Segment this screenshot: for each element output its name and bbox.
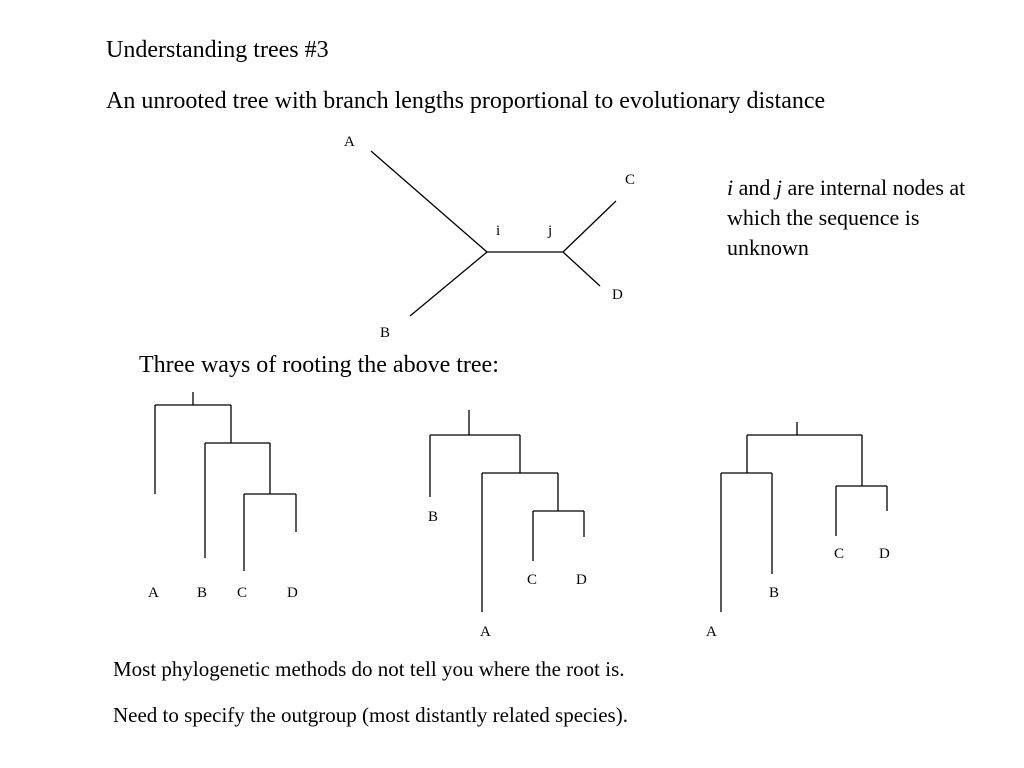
note-i: i [727, 175, 734, 200]
branch-d [562, 251, 601, 287]
label-i: i [496, 223, 500, 239]
branch-a [370, 150, 488, 253]
label-a: A [706, 624, 717, 640]
footer-line-2: Need to specify the outgroup (most dista… [113, 703, 628, 727]
note-j: j [775, 175, 783, 200]
label-c: C [237, 585, 247, 601]
label-j: j [547, 223, 552, 239]
rooting-heading: Three ways of rooting the above tree: [139, 352, 499, 378]
label-b: B [428, 509, 438, 525]
rooted-tree-1: A B C D [148, 392, 298, 601]
internal-nodes-note: i and j are internal nodes at which the … [727, 173, 987, 263]
label-d: D [576, 572, 587, 588]
label-c: C [527, 572, 537, 588]
note-and: and [733, 175, 776, 200]
label-c: C [625, 172, 635, 188]
label-b: B [769, 585, 779, 601]
label-d: D [879, 546, 890, 562]
branch-b [409, 251, 488, 317]
label-d: D [287, 585, 298, 601]
unrooted-tree: A B C D i j [344, 134, 635, 341]
footer-line-1: Most phylogenetic methods do not tell yo… [113, 657, 625, 681]
label-a: A [344, 134, 355, 150]
rooted-tree-2: B C D A [428, 410, 587, 640]
note-rest: are internal nodes at which the sequence… [727, 175, 966, 260]
label-d: D [612, 287, 623, 303]
slide-title: Understanding trees #3 [106, 37, 329, 63]
label-b: B [197, 585, 207, 601]
label-b: B [380, 325, 390, 341]
rooted-tree-3: C D B A [706, 422, 890, 640]
label-a: A [148, 585, 159, 601]
label-c: C [834, 546, 844, 562]
slide-subtitle: An unrooted tree with branch lengths pro… [106, 88, 826, 114]
label-a: A [480, 624, 491, 640]
branch-c [562, 200, 617, 253]
